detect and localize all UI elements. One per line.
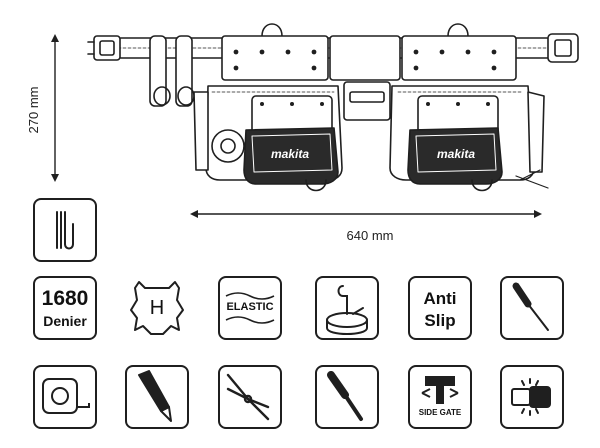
tool-belt-drawing: makita makita <box>87 23 579 192</box>
tape-measure-icon <box>33 365 97 429</box>
leather-icon: H <box>125 276 189 340</box>
anti-slip-line2: Slip <box>424 311 456 330</box>
tape-clip-icon <box>315 276 379 340</box>
width-dimension-line <box>190 210 542 218</box>
anti-slip-icon: Anti Slip <box>408 276 472 340</box>
utility-knife-icon <box>125 365 189 429</box>
denier-fabric-icon: 1680 Denier <box>33 276 97 340</box>
width-label: 640 mm <box>346 228 394 243</box>
chisel-icon <box>315 365 379 429</box>
screwdriver-icon <box>500 276 564 340</box>
denier-unit: Denier <box>43 313 87 329</box>
brand-logo-right: makita <box>437 147 475 161</box>
height-dimension-line <box>51 34 59 182</box>
anti-slip-line1: Anti <box>423 289 457 308</box>
brand-logo-left: makita <box>271 147 309 161</box>
elastic-text: ELASTIC <box>226 301 274 313</box>
height-label: 270 mm <box>26 86 41 134</box>
side-gate-icon: SIDE GATE <box>408 365 472 429</box>
pliers-icon <box>218 365 282 429</box>
side-gate-text: SIDE GATE <box>418 408 462 417</box>
elastic-icon: ELASTIC <box>218 276 282 340</box>
denier-number: 1680 <box>41 287 89 310</box>
quick-release-buckle-icon <box>500 365 564 429</box>
leather-letter: H <box>149 297 165 319</box>
belt-loop-icon <box>33 198 97 262</box>
